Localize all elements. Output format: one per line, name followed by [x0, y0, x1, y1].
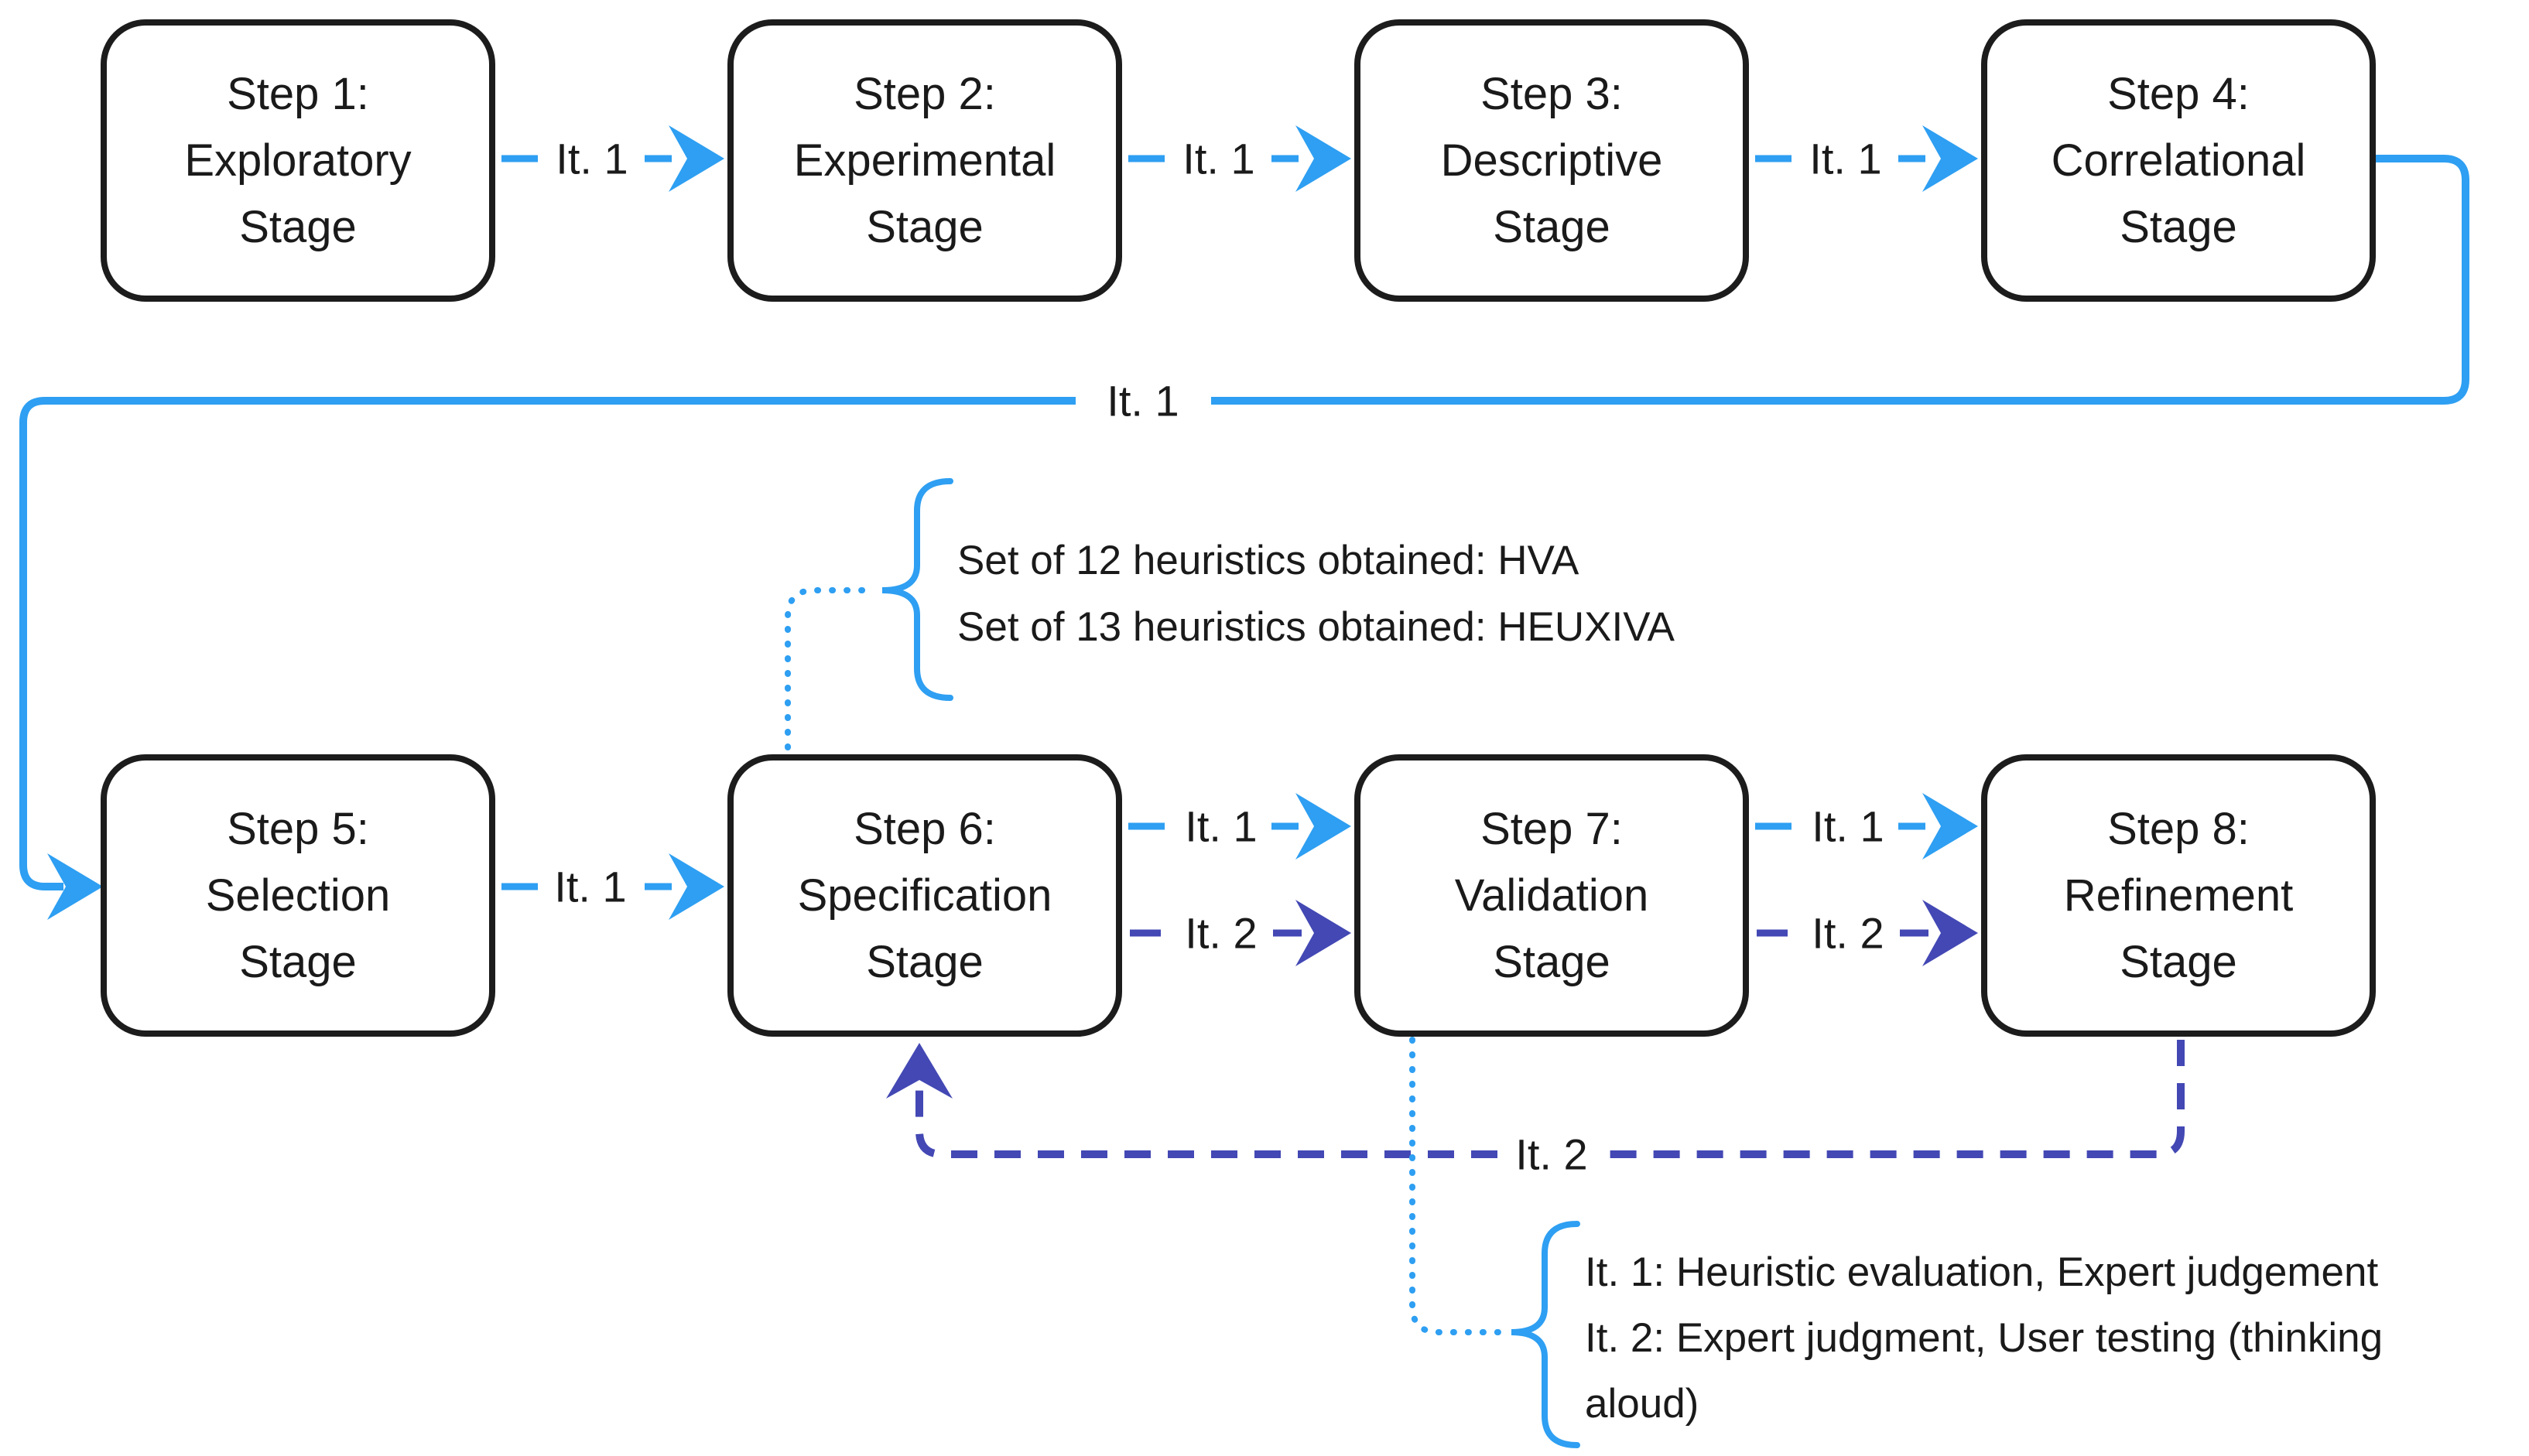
step-label-8: Step 8: Refinement Stage [2063, 803, 2294, 987]
heuristics-note: Set of 12 heuristics obtained: HVA Set o… [957, 528, 1675, 661]
connector-label-s4-s5-wrap: It. 1 [1107, 376, 1179, 426]
step-box-8: Step 8: Refinement Stage [1981, 754, 2376, 1037]
step-label-2: Step 2: Experimental Stage [793, 68, 1056, 252]
arrow-s1-s2 [501, 125, 724, 192]
arrow-s5-s6 [501, 853, 724, 920]
iterations-note-line-2: It. 2: Expert judgment, User testing (th… [1585, 1315, 2384, 1361]
step-label-1: Step 1: Exploratory Stage [184, 68, 412, 252]
dotted-leader-iterations [1409, 1037, 1504, 1335]
arrow-s6-s7-it1 [1128, 793, 1351, 860]
arrow-s7-s8-it1 [1755, 793, 1978, 860]
step-box-4: Step 4: Correlational Stage [1981, 19, 2376, 302]
step-box-7: Step 7: Validation Stage [1354, 754, 1749, 1037]
connector-label-s7-s8-it1: It. 1 [1812, 801, 1884, 851]
step-box-1: Step 1: Exploratory Stage [101, 19, 495, 302]
step-box-3: Step 3: Descriptive Stage [1354, 19, 1749, 302]
arrow-s7-s8-it2 [1757, 900, 1978, 966]
iterations-note: It. 1: Heuristic evaluation, Expert judg… [1585, 1239, 2383, 1437]
arrow-s8-s6-return [886, 1040, 2185, 1158]
step-box-5: Step 5: Selection Stage [101, 754, 495, 1037]
connector-label-s5-s6: It. 1 [554, 862, 627, 911]
step-label-6: Step 6: Specification Stage [797, 803, 1052, 987]
step-label-3: Step 3: Descriptive Stage [1440, 68, 1663, 252]
iterations-note-line-3: aloud) [1585, 1381, 1699, 1427]
arrow-s3-s4 [1755, 125, 1978, 192]
dotted-leader-heuristics [785, 587, 876, 750]
connector-label-s7-s8-it2: It. 2 [1812, 908, 1884, 958]
heuristics-note-line-1: Set of 12 heuristics obtained: HVA [957, 538, 1579, 583]
heuristics-note-line-2: Set of 13 heuristics obtained: HEUXIVA [957, 604, 1675, 650]
connector-label-s6-s7-it2: It. 2 [1185, 908, 1258, 958]
connector-label-s8-s6-return: It. 2 [1515, 1130, 1588, 1179]
arrow-s2-s3 [1128, 125, 1351, 192]
curly-brace-heuristics [881, 478, 953, 701]
step-label-5: Step 5: Selection Stage [205, 803, 391, 987]
connector-label-s3-s4: It. 1 [1809, 134, 1882, 183]
step-box-6: Step 6: Specification Stage [727, 754, 1122, 1037]
step-box-2: Step 2: Experimental Stage [727, 19, 1122, 302]
connector-label-s2-s3: It. 1 [1182, 134, 1255, 183]
iterations-note-line-1: It. 1: Heuristic evaluation, Expert judg… [1585, 1249, 2379, 1295]
arrow-s6-s7-it2 [1130, 900, 1351, 966]
curly-brace-iterations [1511, 1221, 1580, 1448]
connector-label-s6-s7-it1: It. 1 [1185, 801, 1258, 851]
step-label-7: Step 7: Validation Stage [1454, 803, 1649, 987]
connector-label-s1-s2: It. 1 [556, 134, 628, 183]
arrow-s4-s5-wrap [19, 155, 2469, 920]
step-label-4: Step 4: Correlational Stage [2051, 68, 2306, 252]
